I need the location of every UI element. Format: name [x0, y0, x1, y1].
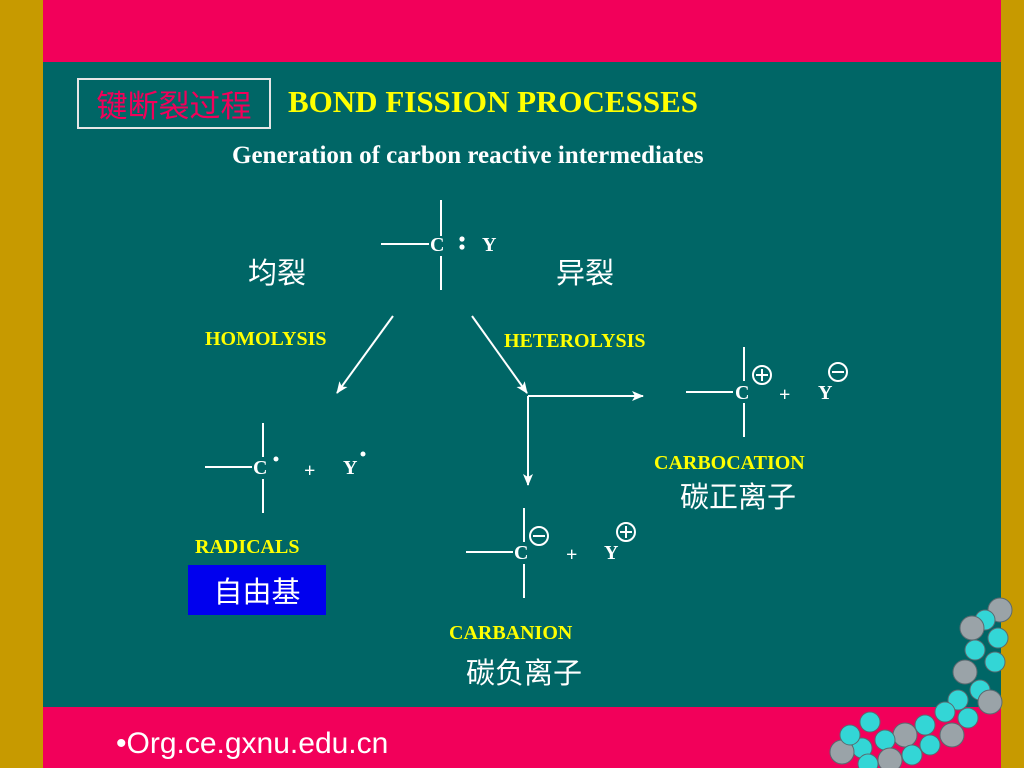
- molecule-atom-sphere: [934, 701, 956, 723]
- radical-atom-c: C: [253, 457, 267, 479]
- carbanion-label-cn: 碳负离子: [466, 656, 583, 690]
- carbocation-plus-sign: +: [779, 384, 790, 406]
- homolysis-arrow: [336, 315, 394, 394]
- negative-charge-icon: [529, 526, 549, 546]
- carbanion-plus-sign: +: [566, 544, 577, 566]
- molecule-atom-sphere: [952, 659, 978, 685]
- molecule-atom-sphere: [947, 689, 969, 711]
- molecule-atom-sphere: [859, 711, 881, 733]
- molecule-atom-sphere: [877, 747, 903, 768]
- carbanion-label: CARBANION: [449, 622, 573, 644]
- subtitle: Generation of carbon reactive intermedia…: [232, 142, 704, 169]
- title-chinese: 键断裂过程: [77, 78, 271, 129]
- molecule-atom-sphere: [959, 615, 985, 641]
- heterolysis-label: HETEROLYSIS: [504, 330, 646, 352]
- carbanion-atom-c: C: [514, 542, 528, 564]
- radicals-label: RADICALS: [195, 536, 300, 558]
- molecule-atom-sphere: [919, 734, 941, 756]
- footer-url: •Org.ce.gxnu.edu.cn: [116, 727, 389, 760]
- molecule-atom-sphere: [914, 714, 936, 736]
- homolysis-label-cn: 均裂: [248, 256, 307, 290]
- bond-electron-dot: [459, 236, 465, 242]
- molecule-atom-sphere: [987, 627, 1009, 649]
- top-accent-band: [43, 0, 1001, 62]
- radicals-structure: C + Y: [205, 423, 366, 513]
- molecule-atom-sphere: [857, 753, 879, 768]
- radicals-label-cn: 自由基: [188, 565, 326, 615]
- molecule-atom-sphere: [977, 689, 1003, 715]
- molecule-atom-sphere: [939, 722, 965, 748]
- radical-atom-y: Y: [343, 457, 358, 479]
- positive-charge-icon: [616, 522, 636, 542]
- carbocation-atom-y: Y: [818, 382, 833, 404]
- carbocation-atom-c: C: [735, 382, 749, 404]
- molecule-atom-sphere: [839, 724, 861, 746]
- radical-electron-dot: [273, 456, 279, 462]
- molecular-model-decoration: [829, 597, 1013, 768]
- positive-charge-icon: [752, 365, 772, 385]
- radical-electron-dot: [360, 451, 366, 457]
- carbocation-structure: C + Y: [686, 347, 848, 437]
- bond-electron-dot: [459, 244, 465, 250]
- page-title: BOND FISSION PROCESSES: [288, 84, 699, 119]
- molecule-atom-sphere: [957, 707, 979, 729]
- start-molecule: C Y: [381, 200, 497, 290]
- molecule-atom-sphere: [874, 729, 896, 751]
- radical-plus-sign: +: [304, 460, 315, 482]
- carbanion-atom-y: Y: [604, 542, 619, 564]
- negative-charge-icon: [828, 362, 848, 382]
- carbanion-structure: C + Y: [466, 508, 636, 598]
- molecule-atom-sphere: [984, 651, 1006, 673]
- heterolysis-arrow: [471, 315, 528, 394]
- start-atom-y: Y: [482, 234, 497, 256]
- molecule-atom-sphere: [892, 722, 918, 748]
- carbocation-label-cn: 碳正离子: [680, 480, 797, 514]
- heterolysis-label-cn: 异裂: [556, 256, 615, 290]
- start-atom-c: C: [430, 234, 444, 256]
- molecule-atom-sphere: [964, 639, 986, 661]
- carbocation-label: CARBOCATION: [654, 452, 805, 474]
- molecule-atom-sphere: [901, 744, 923, 766]
- homolysis-label: HOMOLYSIS: [205, 328, 327, 350]
